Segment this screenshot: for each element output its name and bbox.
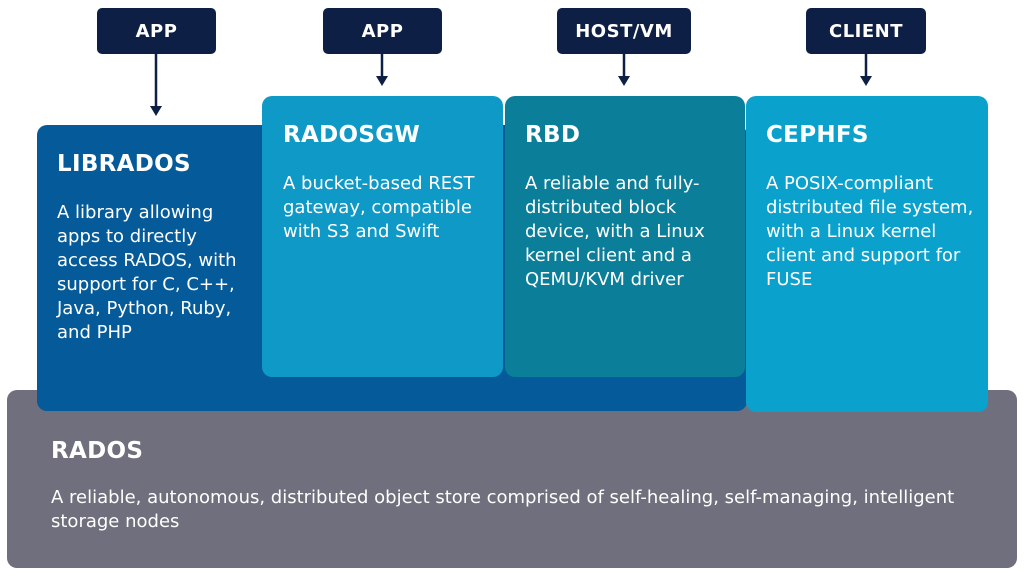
arrow-radosgw <box>376 54 388 86</box>
tag-host-vm: HOST/VM <box>557 8 691 54</box>
tag-app-librados: APP <box>97 8 216 54</box>
rados-description: A reliable, autonomous, distributed obje… <box>51 487 955 532</box>
rbd-block: RBD A reliable and fully-distributed blo… <box>505 96 745 377</box>
cephfs-block: CEPHFS A POSIX-compliant distributed fil… <box>746 96 988 412</box>
rbd-description: A reliable and fully-distributed block d… <box>525 173 705 290</box>
cephfs-description: A POSIX-compliant distributed file syste… <box>766 173 974 290</box>
tag-app-radosgw: APP <box>323 8 442 54</box>
rados-block: RADOS A reliable, autonomous, distribute… <box>7 390 1017 568</box>
radosgw-title: RADOSGW <box>283 122 421 148</box>
radosgw-block: RADOSGW A bucket-based REST gateway, com… <box>262 96 503 377</box>
arrow-librados <box>150 54 162 116</box>
arrow-cephfs <box>860 54 872 86</box>
cephfs-title: CEPHFS <box>766 122 869 148</box>
rbd-title: RBD <box>525 122 581 148</box>
tag-client: CLIENT <box>806 8 926 54</box>
librados-title: LIBRADOS <box>57 151 191 177</box>
arrow-rbd <box>618 54 630 86</box>
rados-title: RADOS <box>51 438 144 464</box>
librados-description: A library allowing apps to directly acce… <box>57 202 237 343</box>
radosgw-description: A bucket-based REST gateway, compatible … <box>283 173 475 242</box>
